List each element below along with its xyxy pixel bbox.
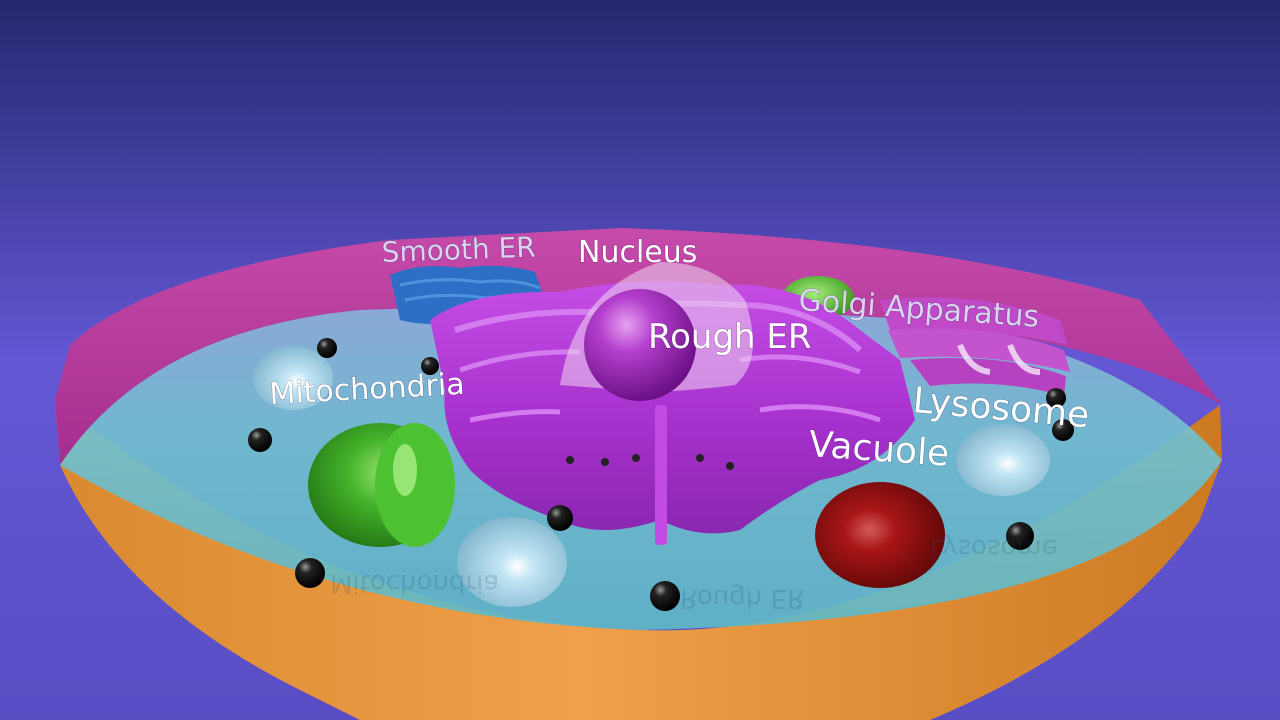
lysosome-front: [457, 517, 567, 607]
reflection-mitochondria: Mitochondria: [330, 568, 499, 598]
vacuole: [815, 482, 945, 588]
nucleolus: [584, 289, 696, 401]
surface-reflections: Mitochondria Rough ER Lysosome: [330, 533, 1058, 613]
label-smooth-er: Smooth ER: [381, 231, 536, 269]
rough-er: [430, 281, 915, 545]
ribosomes: [248, 338, 1074, 611]
mitochondria: [308, 423, 455, 547]
cell-outer-shell: [55, 400, 1222, 720]
lysosome-right: [956, 424, 1050, 496]
golgi-apparatus: [782, 276, 1070, 396]
lysosome-left-back: [253, 346, 333, 410]
label-rough-er: Rough ER: [648, 317, 812, 357]
reflection-rough-er: Rough ER: [680, 583, 805, 613]
cell-membrane-rim: [55, 228, 1222, 465]
label-nucleus: Nucleus: [578, 235, 697, 270]
reflection-lysosome: Lysosome: [930, 533, 1058, 563]
